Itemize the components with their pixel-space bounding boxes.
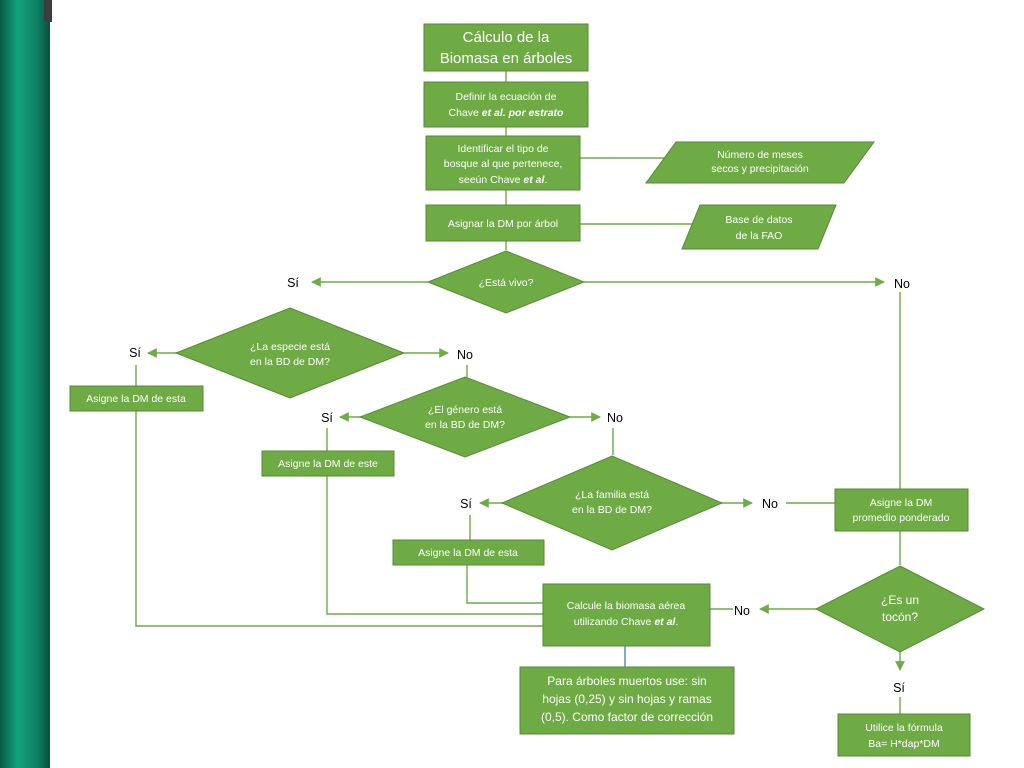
assign-species-label: Asigne la DM de esta: [86, 393, 186, 405]
define-line-1: Definir la ecuación de: [456, 91, 557, 103]
assign-family-label: Asigne la DM de esta: [418, 547, 518, 559]
stump-line-2: tocón?: [882, 610, 918, 624]
months-input-parallelogram: Número de meses secos y precipitación: [645, 141, 875, 184]
alive-yes-label: Sí: [287, 276, 299, 290]
dead-line-1: Para árboles muertos use: sin: [547, 674, 706, 688]
identify-line-3: seeún Chave et al.: [459, 174, 548, 186]
weighted-line-1: Asigne la DM: [870, 497, 932, 509]
connectors: [135, 71, 905, 714]
species-decision: ¿La especie está en la BD de DM?: [174, 307, 406, 399]
assign-family-box: Asigne la DM de esta: [392, 539, 545, 566]
identify-line-1: Identificar el tipo de: [457, 143, 548, 155]
identify-forest-box: Identificar el tipo de bosque al que per…: [425, 135, 581, 191]
calc-biomass-box: Calcule la biomasa aérea utilizando Chav…: [542, 583, 711, 647]
formula-box: Utilice la fórmula Ba= H*dap*DM: [837, 713, 971, 757]
title-line-1: Cálculo de la: [463, 29, 550, 46]
stump-decision: ¿Es un tocón?: [814, 565, 986, 653]
family-line-1: ¿La familia está: [575, 489, 649, 501]
species-line-2: en la BD de DM?: [250, 356, 330, 368]
calc-line-2: utilizando Chave et al.: [574, 616, 679, 628]
assign-dm-label: Asignar la DM por árbol: [448, 218, 558, 230]
dead-line-3: (0,5). Como factor de corrección: [541, 710, 713, 724]
sidebar-corner-mark: [44, 0, 52, 22]
connector-family-to-calc: [466, 565, 543, 604]
family-no-label: No: [762, 497, 778, 511]
fao-line-1: Base de datos: [725, 214, 792, 226]
assign-dm-box: Asignar la DM por árbol: [425, 204, 581, 242]
assign-genus-box: Asigne la DM de este: [261, 450, 395, 477]
identify-line-2: bosque al que pertenece,: [444, 158, 563, 170]
title-box: Cálculo de la Biomasa en árboles: [423, 23, 589, 72]
sidebar-gradient-bar: [0, 0, 50, 768]
family-line-2: en la BD de DM?: [572, 504, 652, 516]
assign-weighted-box: Asigne la DM promedio ponderado: [834, 488, 969, 532]
formula-line-1: Utilice la fórmula: [865, 722, 943, 734]
stump-line-1: ¿Es un: [881, 593, 919, 607]
genus-decision: ¿El género está en la BD de DM?: [358, 376, 572, 458]
define-line-2: Chave et al. por estrato: [449, 107, 565, 119]
alive-label: ¿Está vivo?: [479, 277, 534, 289]
genus-yes-label: Sí: [321, 411, 333, 425]
assign-genus-label: Asigne la DM de este: [278, 458, 378, 470]
title-line-2: Biomasa en árboles: [440, 50, 573, 67]
alive-decision: ¿Está vivo?: [426, 250, 586, 314]
dead-line-2: hojas (0,25) y sin hojas y ramas: [542, 692, 711, 706]
define-equation-box: Definir la ecuación de Chave et al. por …: [423, 81, 589, 128]
connector-species-to-calc: [135, 411, 543, 627]
fao-database-parallelogram: Base de datos de la FAO: [681, 204, 837, 250]
family-decision: ¿La familia está en la BD de DM?: [500, 455, 724, 551]
formula-line-2: Ba= H*dap*DM: [868, 738, 940, 750]
stump-no-label: No: [734, 604, 750, 618]
genus-line-1: ¿El género está: [428, 404, 502, 416]
alive-no-label: No: [894, 277, 910, 291]
genus-line-2: en la BD de DM?: [425, 419, 505, 431]
calc-line-1: Calcule la biomasa aérea: [567, 600, 686, 612]
family-yes-label: Sí: [460, 497, 472, 511]
months-line-1: Número de meses: [717, 149, 803, 161]
species-line-1: ¿La especie está: [250, 341, 330, 353]
dead-trees-box: Para árboles muertos use: sin hojas (0,2…: [519, 666, 735, 735]
assign-species-box: Asigne la DM de esta: [69, 385, 204, 412]
genus-no-label: No: [607, 411, 623, 425]
connector-genus-to-calc: [326, 476, 543, 615]
stump-yes-label: Sí: [893, 681, 905, 695]
species-yes-label: Sí: [129, 346, 141, 360]
species-no-label: No: [457, 348, 473, 362]
months-line-2: secos y precipitación: [711, 163, 809, 175]
fao-line-2: de la FAO: [736, 230, 783, 242]
weighted-line-2: promedio ponderado: [853, 512, 950, 524]
